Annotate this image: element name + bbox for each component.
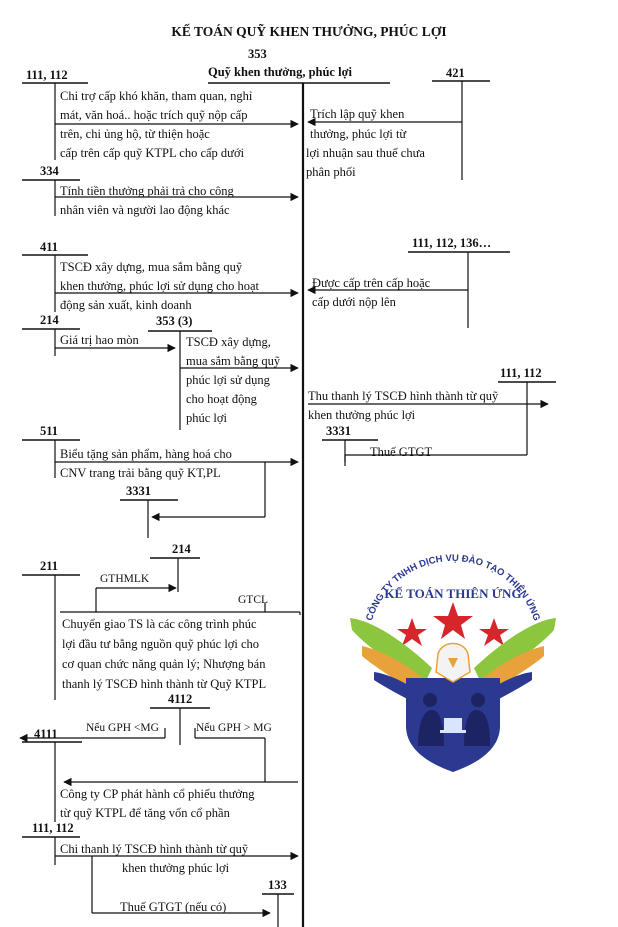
trich-lap-line-2: thưởng, phúc lợi từ bbox=[310, 127, 407, 141]
account-353-3: 353 (3) bbox=[156, 314, 193, 328]
chi-tro-line-2: mát, văn hoá.. hoặc trích quỹ nộp cấp bbox=[60, 108, 248, 122]
logo-star-icon bbox=[433, 602, 473, 639]
cong-ty-cp-line-1: Công ty CP phát hành cổ phiếu thưởng bbox=[60, 787, 255, 801]
thu-tl-line-1: Thu thanh lý TSCĐ hình thành từ quỹ bbox=[308, 389, 499, 403]
account-411: 411 bbox=[40, 240, 59, 254]
main-account-code: 353 bbox=[248, 47, 267, 61]
account-3331-left: 3331 bbox=[126, 484, 151, 498]
chi-tl-line-2: khen thưởng phúc lợi bbox=[122, 861, 230, 875]
account-4111: 4111 bbox=[34, 727, 58, 741]
trich-lap-line-3: lợi nhuận sau thuế chưa bbox=[306, 146, 425, 160]
cong-ty-cp-line-2: từ quỹ KTPL để tăng vốn cổ phần bbox=[60, 806, 230, 820]
tscd-pl-line-1: TSCĐ xây dựng, bbox=[186, 335, 271, 349]
trich-lap-line-1: Trích lập quỹ khen bbox=[310, 107, 405, 121]
thue-gtgt-neu-co: Thuế GTGT (nếu có) bbox=[120, 900, 227, 914]
logo-person-icon bbox=[423, 693, 437, 707]
account-511: 511 bbox=[40, 424, 59, 438]
company-logo: CÔNG TY TNHH DỊCH VỤ ĐÀO TẠO THIÊN ỨNG K… bbox=[350, 553, 556, 772]
diagram-title: KẾ TOÁN QUỸ KHEN THƯỞNG, PHÚC LỢI bbox=[171, 24, 447, 39]
gtcl-label: GTCL bbox=[238, 594, 269, 606]
tscd-kt-line-1: TSCĐ xây dựng, mua sắm bằng quỹ bbox=[60, 260, 243, 274]
account-214: 214 bbox=[40, 313, 59, 327]
main-account-name: Quỹ khen thưởng, phúc lợi bbox=[208, 65, 352, 79]
logo-left-wing-icon bbox=[350, 618, 432, 685]
account-111-112-bottom: 111, 112 bbox=[32, 821, 74, 835]
logo-person-icon bbox=[471, 693, 485, 707]
bieu-tang-line-1: Biểu tặng sản phẩm, hàng hoá cho bbox=[60, 447, 232, 461]
account-421: 421 bbox=[446, 66, 465, 80]
chi-tl-line-1: Chi thanh lý TSCĐ hình thành từ quỹ bbox=[60, 842, 249, 856]
account-111-112-136: 111, 112, 136… bbox=[412, 236, 492, 250]
chuyen-giao-line-4: thanh lý TSCĐ hình thành từ Quỹ KTPL bbox=[62, 677, 267, 691]
account-3331-right: 3331 bbox=[326, 424, 351, 438]
chi-tro-line-4: cấp trên cấp quỹ KTPL cho cấp dưới bbox=[60, 146, 245, 160]
chuyen-giao-line-3: cơ quan chức năng quản lý; Nhượng bán bbox=[62, 657, 266, 671]
gthmlk-label: GTHMLK bbox=[100, 573, 150, 585]
neu-gph-nho-hon-mg: Nếu GPH <MG bbox=[86, 722, 159, 734]
account-133: 133 bbox=[268, 878, 287, 892]
account-211: 211 bbox=[40, 559, 59, 573]
account-4112: 4112 bbox=[168, 692, 193, 706]
gia-tri-hao-mon: Giá trị hao mòn bbox=[60, 333, 139, 347]
logo-star-icon bbox=[397, 618, 427, 646]
account-111-112-mid: 111, 112 bbox=[500, 366, 542, 380]
duoc-cap-line-1: Được cấp trên cấp hoặc bbox=[312, 276, 431, 290]
account-214-b: 214 bbox=[172, 542, 191, 556]
tien-thuong-line-1: Tính tiền thưởng phải trả cho công bbox=[60, 184, 234, 198]
neu-gph-lon-hon-mg: Nếu GPH > MG bbox=[196, 722, 272, 734]
account-111-112-top: 111, 112 bbox=[26, 68, 68, 82]
chuyen-giao-line-2: lợi đầu tư bằng nguồn quỹ phúc lợi cho bbox=[62, 637, 260, 651]
chi-tro-line-1: Chi trợ cấp khó khăn, tham quan, nghỉ bbox=[60, 89, 253, 103]
logo-star-icon bbox=[479, 618, 509, 646]
tscd-pl-line-3: phúc lợi sử dụng bbox=[186, 373, 270, 387]
tscd-kt-line-3: động sản xuất, kinh doanh bbox=[60, 298, 192, 312]
chuyen-giao-line-1: Chuyển giao TS là các công trình phúc bbox=[62, 617, 257, 631]
tien-thuong-line-2: nhân viên và người lao động khác bbox=[60, 203, 230, 217]
tscd-pl-line-5: phúc lợi bbox=[186, 411, 227, 425]
tscd-pl-line-2: mua sắm bằng quỹ bbox=[186, 354, 281, 368]
account-334: 334 bbox=[40, 164, 59, 178]
trich-lap-line-4: phân phối bbox=[306, 165, 356, 179]
chi-tro-line-3: trên, chi ủng hộ, từ thiện hoặc bbox=[60, 127, 210, 141]
logo-laptop-icon bbox=[444, 718, 462, 730]
thu-tl-line-2: khen thưởng phúc lợi bbox=[308, 408, 416, 422]
thue-gtgt-right: Thuế GTGT bbox=[370, 445, 433, 459]
tscd-kt-line-2: khen thưởng, phúc lợi sử dụng cho hoạt bbox=[60, 279, 259, 293]
duoc-cap-line-2: cấp dưới nộp lên bbox=[312, 295, 396, 309]
logo-brand-text: KẾ TOÁN THIÊN ỨNG bbox=[384, 586, 521, 601]
tscd-pl-line-4: cho hoạt động bbox=[186, 392, 257, 406]
logo-right-wing-icon bbox=[474, 618, 556, 685]
bieu-tang-line-2: CNV trang trải bằng quỹ KT,PL bbox=[60, 466, 221, 480]
